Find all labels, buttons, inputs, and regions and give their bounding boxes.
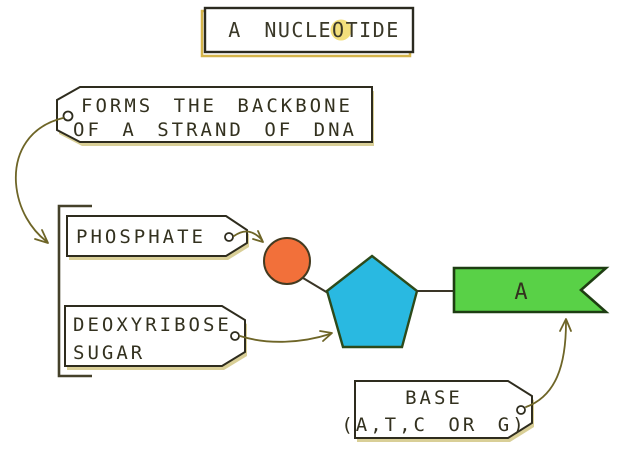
sugar-tag: DEOXYRIBOSE SUGAR [64,305,247,370]
sugar-tag-hole [230,331,240,341]
phosphate-label: PHOSPHATE [76,226,206,248]
base-arrow [525,318,572,408]
circle-pentagon-connector [302,277,329,294]
phosphate-circle [263,237,311,285]
sugar-arrowhead [319,330,333,342]
backbone-label-line2: OF A STRAND OF DNA [73,119,357,141]
sugar-label-line2: SUGAR [73,342,145,364]
base-letter: A [514,280,527,305]
base-arrowhead [559,318,572,332]
base-flag-banner [452,266,610,314]
phosphate-arrow-curve [233,230,263,241]
backbone-tag-hole [62,110,74,122]
title-box-frame [203,6,415,54]
phosphate-arrow [233,230,264,243]
phosphate-tag-body [66,215,248,257]
sugar-pentagon [325,254,419,349]
backbone-arrow [15,117,64,244]
base-flag: A [452,266,610,314]
backbone-label-line1: FORMS THE BACKBONE [81,95,353,117]
sugar-arrow-curve [239,333,331,343]
base-arrow-curve [525,321,567,408]
backbone-arrowhead [34,229,49,244]
base-label-line2: (A,T,C OR G) [341,414,526,436]
base-label-line1: BASE [405,387,463,409]
phosphate-arrowhead [252,230,264,243]
letter-o-highlight [330,19,352,41]
diagram-title: A NUCLEOTIDE [228,18,400,42]
base-tag-hole [516,405,526,415]
sugar-label-line1: DEOXYRIBOSE [73,314,232,336]
base-tag: BASE (A,T,C OR G) [341,380,534,442]
backbone-tag-body [56,86,373,143]
backbone-tag: FORMS THE BACKBONE OF A STRAND OF DNA [56,86,374,146]
phosphate-tag-hole [224,232,234,242]
sugar-arrow [239,330,333,343]
base-tag-body [354,380,533,439]
group-bracket [57,204,92,378]
sugar-tag-body [64,305,246,367]
backbone-arrow-curve [15,117,64,242]
title-box: A NUCLEOTIDE [200,6,415,58]
phosphate-tag: PHOSPHATE [66,215,249,260]
